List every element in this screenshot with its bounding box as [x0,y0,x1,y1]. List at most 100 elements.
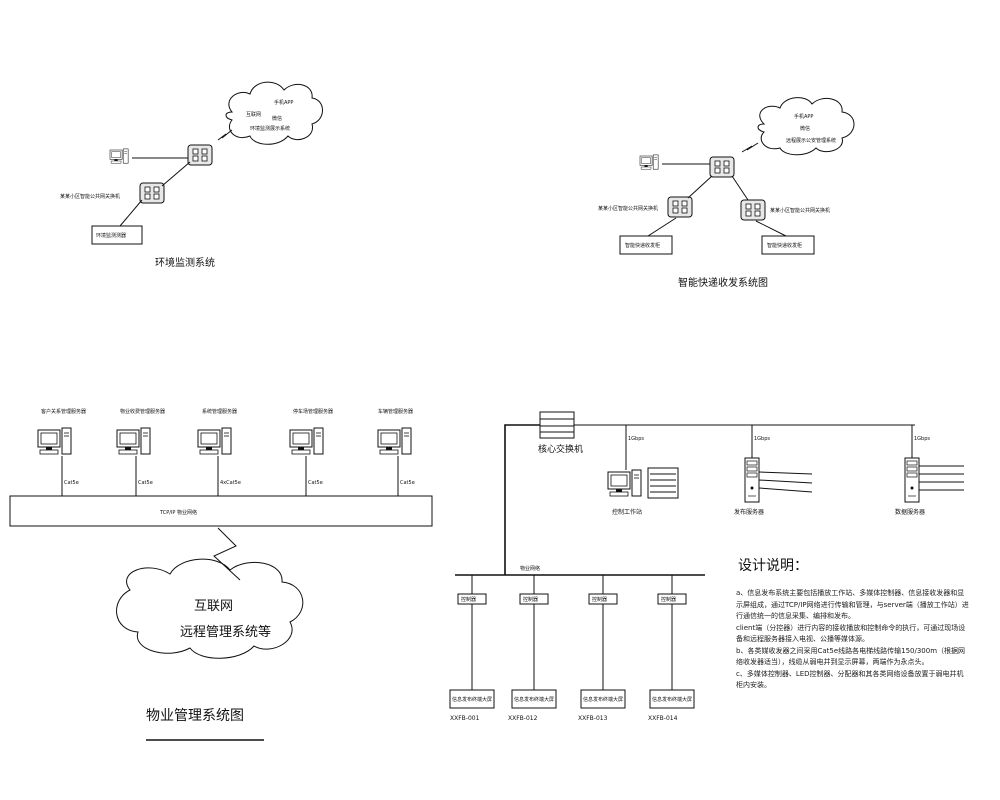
controller-tag: 控制器 [461,596,476,603]
controller-4: 控制器 信息发布终端大屏 XXFB-014 [648,575,695,722]
workstation-icon [607,469,642,497]
env-cloud-text-2: 互联网 [246,111,261,118]
screen-box [649,689,695,709]
controller-tag: 控制器 [592,596,607,603]
env-wireless-link [217,129,233,141]
property-network-bus [9,495,433,527]
screen-code: XXFB-013 [578,715,608,722]
express-workstation-icon [639,154,659,170]
property-computer-label: 停车场管理服务器 [293,408,333,415]
express-right-box-label: 智能快递收发柜 [767,242,802,249]
workstation-detail-box [647,467,679,499]
design-note-paragraph: b、各类媒收发器之间采用Cat5e线路各电梯线路传输150/300m（根据网络收… [736,646,966,667]
controller-2: 控制器 信息发布终端大屏 XXFB-012 [508,575,557,722]
screen-label: 信息发布终端大屏 [583,696,623,703]
property-computer-label: 客户关系管理服务器 [41,408,86,415]
property-computer-3: 系统管理服务器 4xCat5e [197,408,241,496]
env-cloud [225,81,323,145]
property-cloud-text-2: 远程管理系统等 [180,624,271,640]
workstation-label: 控制工作站 [612,508,642,516]
link-label-2: 1Gbps [754,436,770,442]
express-right-switch-label: 某某小区智能公共网关换机 [770,207,830,214]
env-link-device [119,199,143,227]
screen-label: 信息发布终端大屏 [652,696,692,703]
property-lightning-icon [213,527,241,581]
express-cloud-text-3: 远程展示公安管理系统 [786,137,836,144]
property-bus-label: TCP/IP 物业网络 [159,509,197,516]
express-title: 智能快递收发系统图 [678,276,768,289]
screen-code: XXFB-012 [508,715,538,722]
screen-code: XXFB-001 [450,715,480,722]
screen-label: 信息发布终端大屏 [514,696,554,703]
env-link-hub-switch [161,161,191,187]
express-left-switch-label: 某某小区智能公共网关换机 [598,205,658,212]
property-computer-2: 物业收费管理服务器 Cat5e [116,408,165,496]
data-server-label: 数据服务器 [895,508,925,516]
design-note-paragraph: a、信息发布系统主要包括播放工作站、多媒体控制器、信息接收发器和显示屏组成，通过… [736,589,969,620]
env-title: 环境监测系统 [155,256,215,269]
property-computer-4: 停车场管理服务器 Cat5e [289,408,333,496]
core-switch-label: 核心交换机 [538,443,583,455]
design-notes-heading: 设计说明： [738,558,808,574]
property-computer-5: 车辆管理服务器 Cat5e [377,408,415,496]
env-cloud-text-1: 手机APP [274,99,293,106]
express-left-box [619,235,673,255]
link-label-1: 1Gbps [628,436,644,442]
express-right-switch-icon [740,199,766,221]
publish-server-icon [744,457,760,503]
screen-code: XXFB-014 [648,715,678,722]
express-link-right [731,175,749,201]
design-notes: 设计说明： a、信息发布系统主要包括播放工作站、多媒体控制器、信息接收发器和显示… [736,558,969,690]
env-cloud-text-4: 环境监测展示系统 [250,125,290,132]
env-switch-icon [139,182,165,204]
property-computer-1: 客户关系管理服务器 Cat5e [37,408,86,496]
screen-label: 信息发布终端大屏 [452,696,492,703]
property-cable-label: 4xCat5e [220,480,241,486]
property-computer-label: 系统管理服务器 [202,408,237,415]
property-computer-label: 车辆管理服务器 [378,408,413,415]
controller-3: 控制器 信息发布终端大屏 XXFB-013 [578,575,626,722]
publish-link [758,471,813,475]
property-title: 物业管理系统图 [146,708,244,724]
computer-icon [197,427,232,455]
express-wireless-link [741,142,759,153]
env-device-box [91,225,143,245]
core-switch-icon [539,411,575,439]
express-left-box-label: 智能快递收发柜 [625,242,660,249]
publish-link [758,487,813,493]
express-hub-icon [709,156,735,178]
property-diagram: 客户关系管理服务器 Cat5e 物业收费管理服务器 Cat5e 系统管理服务器 … [9,408,433,741]
controller-tag: 控制器 [523,596,538,603]
screen-box [511,689,557,709]
express-cloud [757,97,855,156]
env-device-label: 环境监测测器 [96,232,126,239]
property-cable-label: Cat5e [64,480,79,486]
express-link-left-box [647,217,677,237]
design-note-paragraph: c、多媒体控制器、LED控制器、分配器和其各类网络设备放置于弱电井机柜内安装。 [736,669,964,690]
data-server-icon [904,457,920,503]
property-cable-label: Cat5e [400,480,415,486]
controller-tag: 控制器 [661,596,676,603]
release-bus-label: 物业网络 [520,565,540,572]
core-link-trunk [504,424,540,575]
publish-server-label: 发布服务器 [734,508,764,516]
property-cable-label: Cat5e [308,480,323,486]
design-note-paragraph: client端（分控器）进行内容的接收播放和控制命令的执行，可通过现场设备和远程… [736,623,966,644]
env-hub-icon [187,144,213,166]
link-label-3: 1Gbps [914,436,930,442]
design-notes-body: a、信息发布系统主要包括播放工作站、多媒体控制器、信息接收发器和显示屏组成，通过… [736,589,969,690]
express-left-switch-icon [667,196,693,218]
computer-icon [377,427,412,455]
screen-box [449,689,495,709]
property-cloud [116,558,304,659]
property-cable-label: Cat5e [138,480,153,486]
controller-1: 控制器 信息发布终端大屏 XXFB-001 [449,575,495,722]
express-right-box [761,235,815,255]
computer-icon [37,427,72,455]
env-monitoring-diagram: 手机APP 互联网 微信 环境监测展示系统 某某小区智能公共网关换机 环境监测测… [60,81,323,269]
screen-box [580,689,626,709]
property-cloud-text-1: 互联网 [194,599,233,614]
computer-icon [116,427,151,455]
express-link-right-box [755,220,787,237]
